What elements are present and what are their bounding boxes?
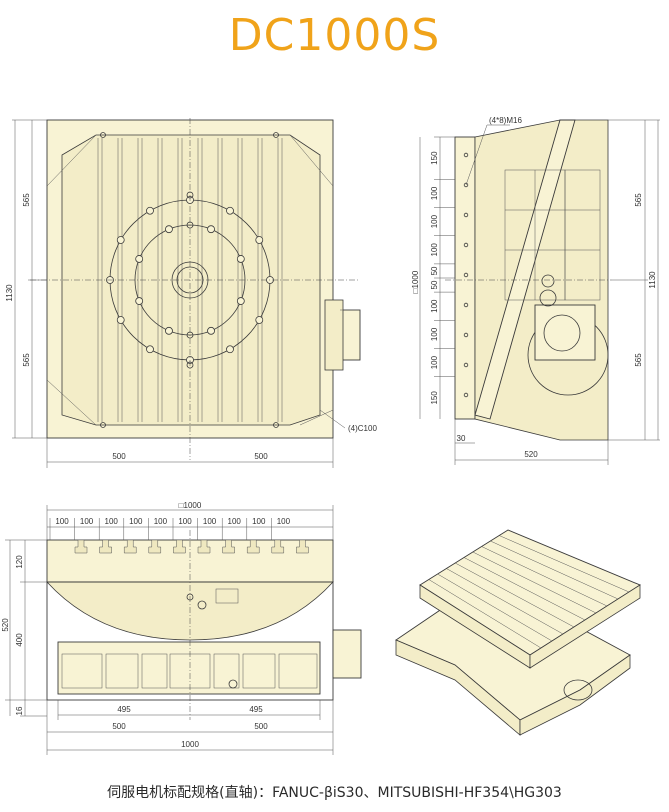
side-pitch-label: 100 bbox=[430, 355, 439, 369]
front-pitch-label: 100 bbox=[228, 517, 242, 526]
front-view-base bbox=[57, 641, 321, 695]
side-pitch-label: 50 bbox=[430, 280, 439, 289]
front-dim-inner-right: 495 bbox=[249, 705, 263, 714]
top-view-holes bbox=[100, 132, 279, 428]
side-pitch-label: 150 bbox=[430, 151, 439, 165]
front-pitch-label: 100 bbox=[129, 517, 143, 526]
top-view: 1130 565 565 500 500 (4)C100 bbox=[5, 118, 377, 468]
front-dim-half-right: 500 bbox=[254, 722, 268, 731]
iso-t-slots bbox=[428, 535, 630, 649]
side-pitch-label: 50 bbox=[430, 266, 439, 275]
isometric-view bbox=[395, 529, 641, 736]
side-pitch-label: 100 bbox=[430, 243, 439, 257]
front-dim-half-left: 500 bbox=[112, 722, 126, 731]
front-dim-top-size: □1000 bbox=[179, 501, 202, 510]
front-pitch-label: 100 bbox=[277, 517, 291, 526]
front-dim-left-base: 16 bbox=[15, 706, 24, 715]
side-dim-bottom: 520 bbox=[524, 450, 538, 459]
front-dim-left-upper: 120 bbox=[15, 555, 24, 569]
chamfer-note: (4)C100 bbox=[348, 424, 377, 433]
front-view-t-slots bbox=[74, 539, 309, 554]
side-pitch-label: 100 bbox=[430, 327, 439, 341]
top-dim-upper: 565 bbox=[22, 193, 31, 207]
top-dim-bottom-right: 500 bbox=[254, 452, 268, 461]
side-dim-size: □1000 bbox=[411, 270, 420, 293]
front-pitch-label: 100 bbox=[178, 517, 192, 526]
side-view-table-edge bbox=[454, 136, 476, 420]
side-view-holes bbox=[463, 152, 469, 398]
side-dim-offset: 30 bbox=[457, 434, 466, 443]
page-title: DC1000S bbox=[228, 10, 441, 61]
top-dim-bottom-left: 500 bbox=[112, 452, 126, 461]
iso-motor bbox=[563, 679, 593, 701]
front-pitch-label: 100 bbox=[105, 517, 119, 526]
side-pitch-label: 100 bbox=[430, 299, 439, 313]
side-dim-right-lower: 565 bbox=[634, 353, 643, 367]
top-view-table bbox=[61, 134, 321, 426]
side-pitch-label: 150 bbox=[430, 391, 439, 405]
side-view: (4*8)M16 150 100 100 100 50 50 100 100 100 150 □1… bbox=[411, 116, 660, 465]
front-dim-inner-left: 495 bbox=[117, 705, 131, 714]
front-dim-total: 1000 bbox=[181, 740, 199, 749]
servo-motor-spec: 伺服电机标配规格(直轴)：FANUC-βiS30、MITSUBISHI-HF35… bbox=[107, 785, 562, 801]
front-pitch-label: 100 bbox=[154, 517, 168, 526]
front-pitch-label: 100 bbox=[203, 517, 217, 526]
side-view-slant bbox=[474, 119, 576, 420]
side-pitch-label: 100 bbox=[430, 214, 439, 228]
front-pitch-label: 100 bbox=[55, 517, 69, 526]
front-dim-left-mid: 400 bbox=[15, 633, 24, 647]
front-dim-left-total: 520 bbox=[1, 618, 10, 632]
top-dim-total: 1130 bbox=[5, 284, 14, 302]
front-motor bbox=[332, 629, 362, 679]
front-pitch-label: 100 bbox=[80, 517, 94, 526]
holes-note: (4*8)M16 bbox=[489, 116, 522, 125]
front-pitch-label: 100 bbox=[252, 517, 266, 526]
side-pitch-label: 100 bbox=[430, 186, 439, 200]
side-dim-right-upper: 565 bbox=[634, 193, 643, 207]
side-dim-right-total: 1130 bbox=[648, 271, 657, 289]
front-view: □1000 100 100 100 100 100 100 100 100 100 100 120… bbox=[1, 501, 362, 755]
top-dim-lower: 565 bbox=[22, 353, 31, 367]
